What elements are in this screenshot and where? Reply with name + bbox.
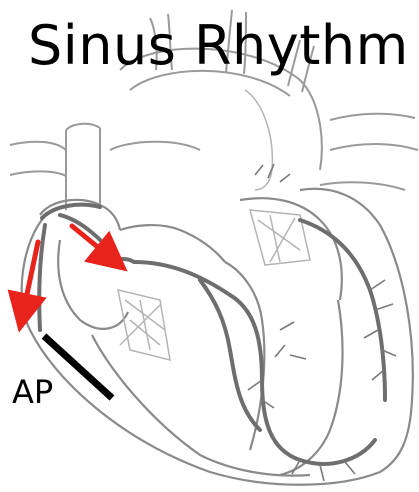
left-bundle-branch: [230, 295, 375, 464]
bundle-of-his: [134, 262, 230, 295]
right-bundle-branch: [200, 280, 260, 430]
arrow-down-atrium: [22, 242, 38, 318]
arrow-to-av-node: [72, 226, 116, 262]
page-title: Sinus Rhythm: [28, 14, 409, 78]
ap-label: AP: [12, 372, 53, 412]
